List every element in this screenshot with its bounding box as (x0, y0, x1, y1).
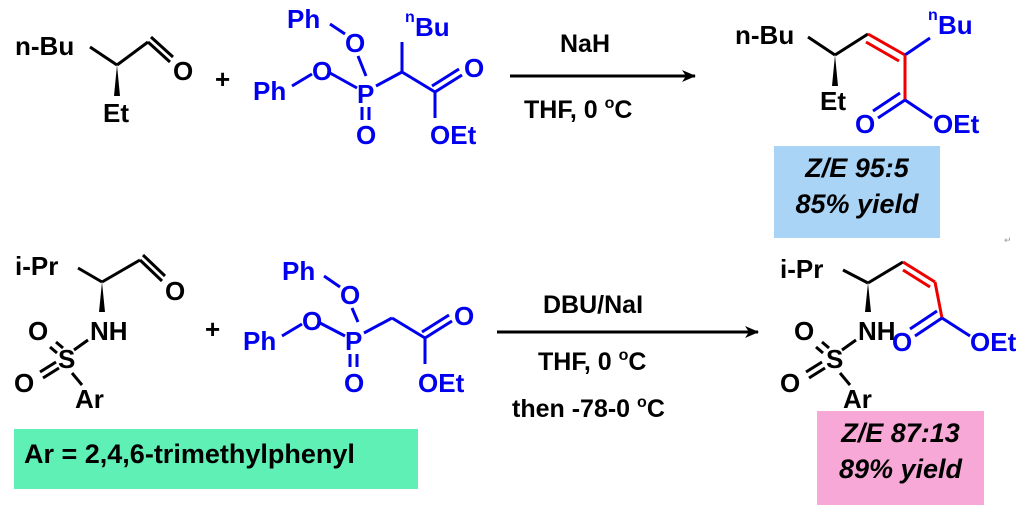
aryl-label: Ar (843, 384, 872, 414)
aldehyde-oxygen: O (165, 276, 185, 306)
phosphonate-oxygen: O (340, 280, 360, 310)
stereo-wedge (114, 65, 120, 96)
aldehyde-oxygen: O (173, 56, 193, 86)
isopropyl-label: i-Pr (15, 251, 58, 281)
plus-sign-2: + (205, 314, 220, 344)
conditions-label: THF, 0 oC (538, 347, 646, 376)
nh-label: NH (858, 316, 896, 346)
reaction-arrow-1: NaH THF, 0 oC (510, 30, 696, 124)
paragraph-mark: ↵ (1004, 236, 1012, 246)
product-2: i-Pr NH S O O Ar O OEt (780, 254, 1017, 414)
carbonyl-oxygen: O (855, 109, 875, 139)
aryl-label: Ar (75, 384, 104, 414)
phosphorus-atom: P (345, 326, 362, 356)
phosphonate-oxygen: O (345, 28, 365, 58)
butyl-label: Bu (938, 10, 973, 40)
sulfur-atom: S (826, 344, 843, 374)
aryl-definition: Ar = 2,4,6-trimethylphenyl (24, 439, 355, 469)
phenyl-label: Ph (282, 256, 315, 286)
conditions-label: THF, 0 oC (524, 95, 632, 124)
reaction-arrow-2: DBU/NaI THF, 0 oC then -78-0 oC (497, 291, 759, 423)
stereo-wedge (99, 282, 105, 312)
result-box-1: Z/E 95:5 85% yield (774, 146, 940, 238)
temperature-ramp-label: then -78-0 oC (512, 394, 665, 423)
carbonyl-oxygen: O (454, 301, 474, 331)
phenyl-label: Ph (253, 76, 286, 106)
sulfonyl-oxygen: O (780, 368, 800, 398)
ethoxy-label: OEt (418, 368, 465, 398)
normal-prefix: n (928, 7, 938, 24)
aryl-definition-box: Ar = 2,4,6-trimethylphenyl (14, 429, 418, 489)
ethyl-label: Et (103, 98, 129, 128)
phosphoryl-oxygen: O (344, 368, 364, 398)
ethoxy-label: OEt (933, 109, 980, 139)
phosphoryl-oxygen: O (356, 120, 376, 150)
sulfonyl-oxygen: O (28, 316, 48, 346)
phosphonate-reagent-2: Ph O Ph O P O O OEt (243, 256, 474, 398)
selectivity-ratio: Z/E 95:5 (805, 153, 909, 183)
ethyl-label: Et (820, 86, 846, 116)
carbonyl-oxygen: O (892, 327, 912, 357)
reactant-aldehyde-2: i-Pr O NH S O O Ar (14, 251, 185, 414)
phenyl-label: Ph (243, 326, 276, 356)
nh-label: NH (90, 316, 128, 346)
normal-prefix: n (405, 9, 415, 26)
isopropyl-label: i-Pr (780, 254, 823, 284)
plus-sign-1: + (215, 64, 230, 94)
reagent-label: NaH (560, 30, 610, 58)
sulfonyl-oxygen: O (794, 316, 814, 346)
n-butyl-label: n-Bu (15, 31, 74, 61)
product-1: n-Bu Et n Bu O OEt (735, 7, 980, 139)
ethoxy-label: OEt (970, 327, 1017, 357)
carbonyl-oxygen: O (464, 53, 484, 83)
n-butyl-label: n-Bu (735, 20, 794, 50)
sulfur-atom: S (58, 344, 75, 374)
phosphorus-atom: P (357, 79, 374, 109)
phosphonate-reagent-1: Ph O Ph O P O n Bu O OEt (253, 4, 484, 150)
reagent-label: DBU/NaI (543, 291, 643, 319)
reactant-aldehyde-1: n-Bu Et O (15, 31, 193, 128)
stereo-wedge (832, 55, 838, 86)
yield-label: 89% yield (838, 454, 963, 484)
yield-label: 85% yield (795, 189, 919, 219)
phenyl-label: Ph (287, 4, 320, 34)
sulfonyl-oxygen: O (14, 368, 34, 398)
result-box-2: Z/E 87:13 89% yield (817, 411, 984, 505)
butyl-label: Bu (415, 12, 450, 42)
phosphonate-oxygen: O (312, 56, 332, 86)
ethoxy-label: OEt (430, 120, 477, 150)
selectivity-ratio: Z/E 87:13 (841, 418, 960, 448)
phosphonate-oxygen: O (302, 306, 322, 336)
stereo-wedge (865, 283, 871, 312)
